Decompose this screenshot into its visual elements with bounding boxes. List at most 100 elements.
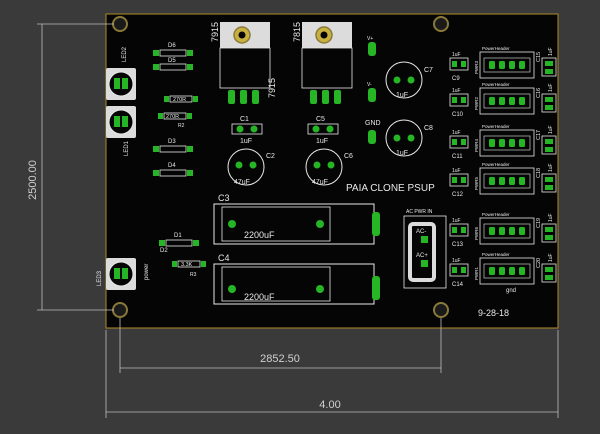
mounting-hole <box>112 16 128 32</box>
header-pin <box>509 267 515 275</box>
cap-value-c2: 47uF <box>234 179 250 186</box>
header-left-cap-value: 1uF <box>452 130 461 136</box>
cap-c7 <box>385 61 423 99</box>
led-led3 <box>106 258 136 290</box>
ac-power-input <box>403 215 447 289</box>
header-pin <box>509 139 515 147</box>
header-left-cap <box>449 263 469 277</box>
header-right-cap-ref: C19 <box>536 218 542 228</box>
header-left-cap-value: 1uF <box>452 218 461 224</box>
resistor-value-r3: 3.3K <box>181 262 193 268</box>
vminus-label: V- <box>367 82 372 88</box>
cap-ref-c7: C7 <box>424 67 433 74</box>
cap-ref-c8: C8 <box>424 125 433 132</box>
diode-label-d2: D2 <box>160 248 168 254</box>
header-left-cap <box>449 135 469 149</box>
power-headers: C91uFPowerHeaderPWR3C151uFC101uFPowerHea… <box>449 46 557 294</box>
header-left-cap-value: 1uF <box>452 168 461 174</box>
header-right-cap-ref: C17 <box>536 130 542 140</box>
cap-pad <box>545 275 553 280</box>
mounting-hole <box>112 302 128 318</box>
mounting-hole <box>433 16 449 32</box>
header-body <box>479 217 535 245</box>
header-pin <box>519 227 525 235</box>
header-right-cap <box>541 135 557 155</box>
resistor-pads <box>158 96 206 267</box>
header-pin <box>499 139 505 147</box>
cap-pad <box>461 177 466 183</box>
header-pin <box>499 227 505 235</box>
header-right-cap <box>541 57 557 77</box>
header-pin <box>489 139 495 147</box>
header-body <box>479 167 535 195</box>
regulator-7815 <box>301 22 353 104</box>
header-right-cap-value: 1uF <box>548 163 554 172</box>
diode-label-d4: D4 <box>168 163 176 169</box>
header-right-cap <box>541 93 557 113</box>
header-pin <box>509 61 515 69</box>
header-right-cap <box>541 173 557 193</box>
board-date: 9-28-18 <box>478 308 509 318</box>
header-pin <box>499 61 505 69</box>
cap-pad <box>452 227 457 233</box>
header-left-cap-ref: C13 <box>452 242 464 248</box>
header-left-cap-ref: C14 <box>452 282 464 288</box>
header-right-cap-value: 1uF <box>548 47 554 56</box>
header-shroud <box>483 135 531 151</box>
dimension-height-label: 2500.00 <box>27 160 39 200</box>
header-left-cap <box>449 173 469 187</box>
header-pin <box>489 97 495 105</box>
mounting-hole <box>433 302 449 318</box>
cap-pad <box>461 139 466 145</box>
cap-c2 <box>227 148 265 186</box>
cap-pad <box>461 61 466 67</box>
header-left-cap <box>449 93 469 107</box>
resistor-ref-r2: R2 <box>178 123 185 129</box>
cap-value-c8: 1uF <box>396 150 408 157</box>
cap-c8 <box>385 119 423 157</box>
small-cap-ref-c1: C1 <box>240 116 249 123</box>
cap-c6 <box>305 148 343 186</box>
header-body <box>479 257 535 285</box>
led-label-led2: LED2 <box>122 46 128 62</box>
regulator-label-7915: 7915 <box>210 22 220 42</box>
cap-pad <box>545 147 553 152</box>
board-title: PAIA CLONE PSUP <box>346 183 435 194</box>
mounting-holes <box>112 16 449 318</box>
header-side-label: PWR5 <box>474 177 479 190</box>
diode-label-d6: D6 <box>168 43 176 49</box>
resistor-ref-r3: R3 <box>190 272 197 278</box>
header-shroud <box>483 93 531 109</box>
header-right-cap <box>541 263 557 283</box>
led-led1 <box>106 106 136 138</box>
header-pin <box>519 61 525 69</box>
header-pin <box>489 61 495 69</box>
header-shroud <box>483 57 531 73</box>
cap-pad <box>545 97 553 102</box>
regulator-part-7915: 7915 <box>267 78 277 98</box>
rail-terminals <box>368 42 376 144</box>
cap-pad <box>452 267 457 273</box>
header-pin <box>509 97 515 105</box>
header-side-label: PWR6 <box>474 227 479 240</box>
cap-ref-c2: C2 <box>266 153 275 160</box>
header-side-label: PWR4 <box>474 139 479 152</box>
ac-plus-label: AC+ <box>416 253 428 259</box>
header-label: PowerHeader <box>482 212 510 217</box>
small-cap-c1 <box>231 123 263 135</box>
header-left-cap-ref: C10 <box>452 112 464 118</box>
cap-ref-c6: C6 <box>344 153 353 160</box>
cap-pad <box>545 177 553 182</box>
small-cap-ref-c5: C5 <box>316 116 325 123</box>
header-pin <box>499 267 505 275</box>
regulator-label-7815: 7815 <box>292 22 302 42</box>
header-left-cap <box>449 57 469 71</box>
cap-pad <box>452 97 457 103</box>
header-label: PowerHeader <box>482 82 510 87</box>
led-power-label: power <box>144 264 150 280</box>
header-right-cap-ref: C20 <box>536 258 542 268</box>
small-cap-c5 <box>307 123 339 135</box>
